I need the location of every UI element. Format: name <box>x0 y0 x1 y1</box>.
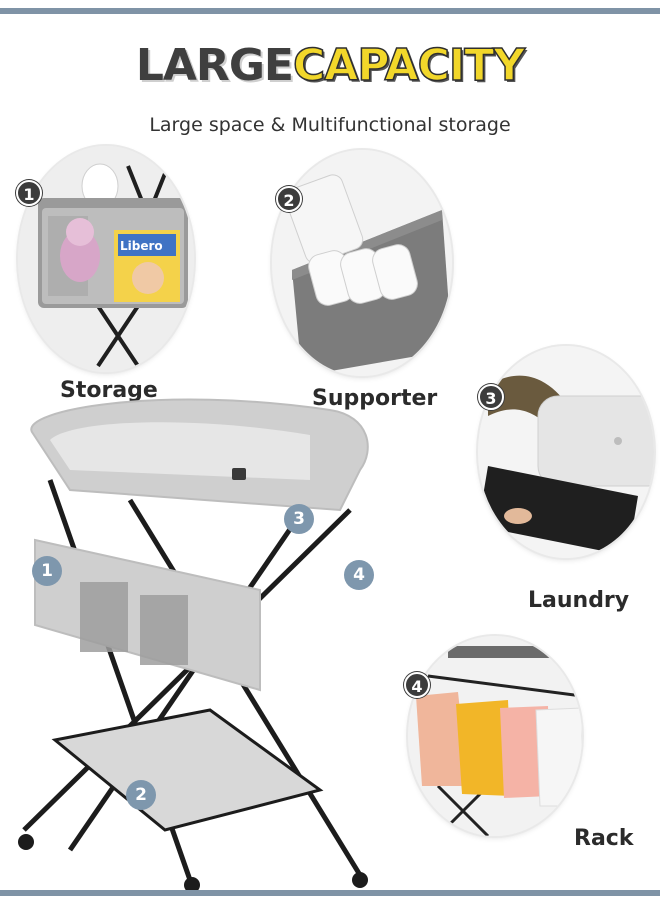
product-marker-4: 4 <box>344 560 374 590</box>
headline-part-large: LARGE <box>135 40 294 91</box>
product-marker-2: 2 <box>126 780 156 810</box>
changing-table-illustration <box>18 398 369 893</box>
product-marker-1: 1 <box>32 556 62 586</box>
storage-basket-illustration: Libero <box>18 146 194 372</box>
top-frame-bar <box>0 8 660 14</box>
feature-label-rack: Rack <box>574 826 634 851</box>
diaper-brand-text: Libero <box>120 239 163 253</box>
clothes-rack-illustration <box>408 636 582 836</box>
bottom-frame-bar <box>0 890 660 896</box>
storage-detail-circle: Libero <box>18 146 194 372</box>
supporter-detail-circle <box>272 150 452 376</box>
feature-badge-4: 4 <box>404 672 430 698</box>
subtitle: Large space & Multifunctional storage <box>149 114 511 136</box>
headline: LARGECAPACITY <box>0 39 660 92</box>
feature-badge-3: 3 <box>478 384 504 410</box>
feature-label-laundry: Laundry <box>528 588 630 613</box>
laundry-detail-circle <box>478 346 654 558</box>
supporter-shelf-illustration <box>272 150 452 376</box>
feature-badge-1: 1 <box>16 180 42 206</box>
product-marker-3: 3 <box>284 504 314 534</box>
feature-label-supporter: Supporter <box>312 386 438 411</box>
headline-part-capacity: CAPACITY <box>292 39 526 92</box>
feature-label-storage: Storage <box>60 378 158 403</box>
changing-table-product: 1 2 3 4 <box>10 380 380 895</box>
rack-detail-circle <box>408 636 582 836</box>
feature-badge-2: 2 <box>276 186 302 212</box>
laundry-tray-illustration <box>478 346 654 558</box>
